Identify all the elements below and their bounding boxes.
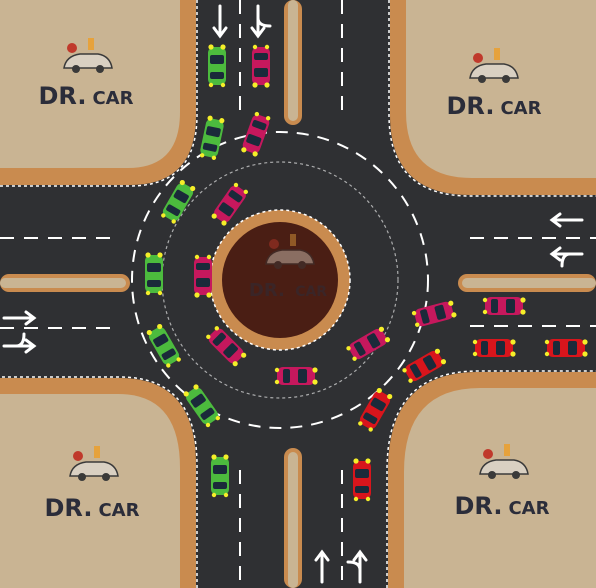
arrow-right-turn-icon <box>2 332 37 354</box>
brand-sub: CAR <box>500 98 541 119</box>
red-car-icon[interactable] <box>544 339 588 357</box>
island-logo-text: DR. CAR <box>249 280 327 301</box>
road-arrows <box>2 4 584 584</box>
sidewalk-bottom-right <box>388 372 596 588</box>
brand-main: DR. <box>39 82 87 110</box>
brand-main: DR. <box>455 492 503 520</box>
outer-ring-marking <box>131 131 429 429</box>
brand-logo-bottom-right: DR.CAR <box>455 443 550 520</box>
brand-text: DR.CAR <box>45 494 140 522</box>
brand-sub: CAR <box>508 498 549 519</box>
sidewalk-top-left <box>0 0 196 185</box>
island-brand-sub: CAR <box>295 284 327 300</box>
brand-main: DR. <box>45 494 93 522</box>
brand-sub: CAR <box>92 88 133 109</box>
arrow-left-turn-icon <box>549 246 584 268</box>
brand-main: DR. <box>447 92 495 120</box>
central-island: DR. CAR <box>209 209 351 351</box>
brand-text: DR.CAR <box>447 92 542 120</box>
pink-car-icon[interactable] <box>194 254 212 298</box>
pink-car-icon[interactable] <box>482 297 526 315</box>
arrow-straight-icon <box>314 549 330 584</box>
brand-logo-top-right: DR.CAR <box>447 47 542 120</box>
green-car-icon[interactable] <box>211 454 229 498</box>
brand-sub: CAR <box>98 500 139 521</box>
arrow-straight-icon <box>212 4 228 39</box>
brand-logo-bottom-left: DR.CAR <box>45 445 140 522</box>
arrow-left-turn-icon <box>346 549 368 584</box>
arrow-straight-icon <box>549 212 584 228</box>
brand-text: DR.CAR <box>39 82 134 110</box>
arrow-right-turn-icon <box>250 4 272 39</box>
sidewalk-bottom-left <box>0 378 196 588</box>
brand-text: DR.CAR <box>455 492 550 520</box>
red-car-icon[interactable] <box>472 339 516 357</box>
brand-logo-top-left: DR.CAR <box>39 37 134 110</box>
pink-car-icon[interactable] <box>252 44 270 88</box>
pink-car-icon[interactable] <box>274 367 318 385</box>
sidewalk-top-right <box>390 0 596 195</box>
green-car-icon[interactable] <box>145 252 163 296</box>
green-car-icon[interactable] <box>208 44 226 88</box>
red-car-icon[interactable] <box>353 458 371 502</box>
island-brand-main: DR. <box>249 280 285 301</box>
inner-ring-marking <box>161 161 399 399</box>
arrow-straight-icon <box>2 310 37 326</box>
